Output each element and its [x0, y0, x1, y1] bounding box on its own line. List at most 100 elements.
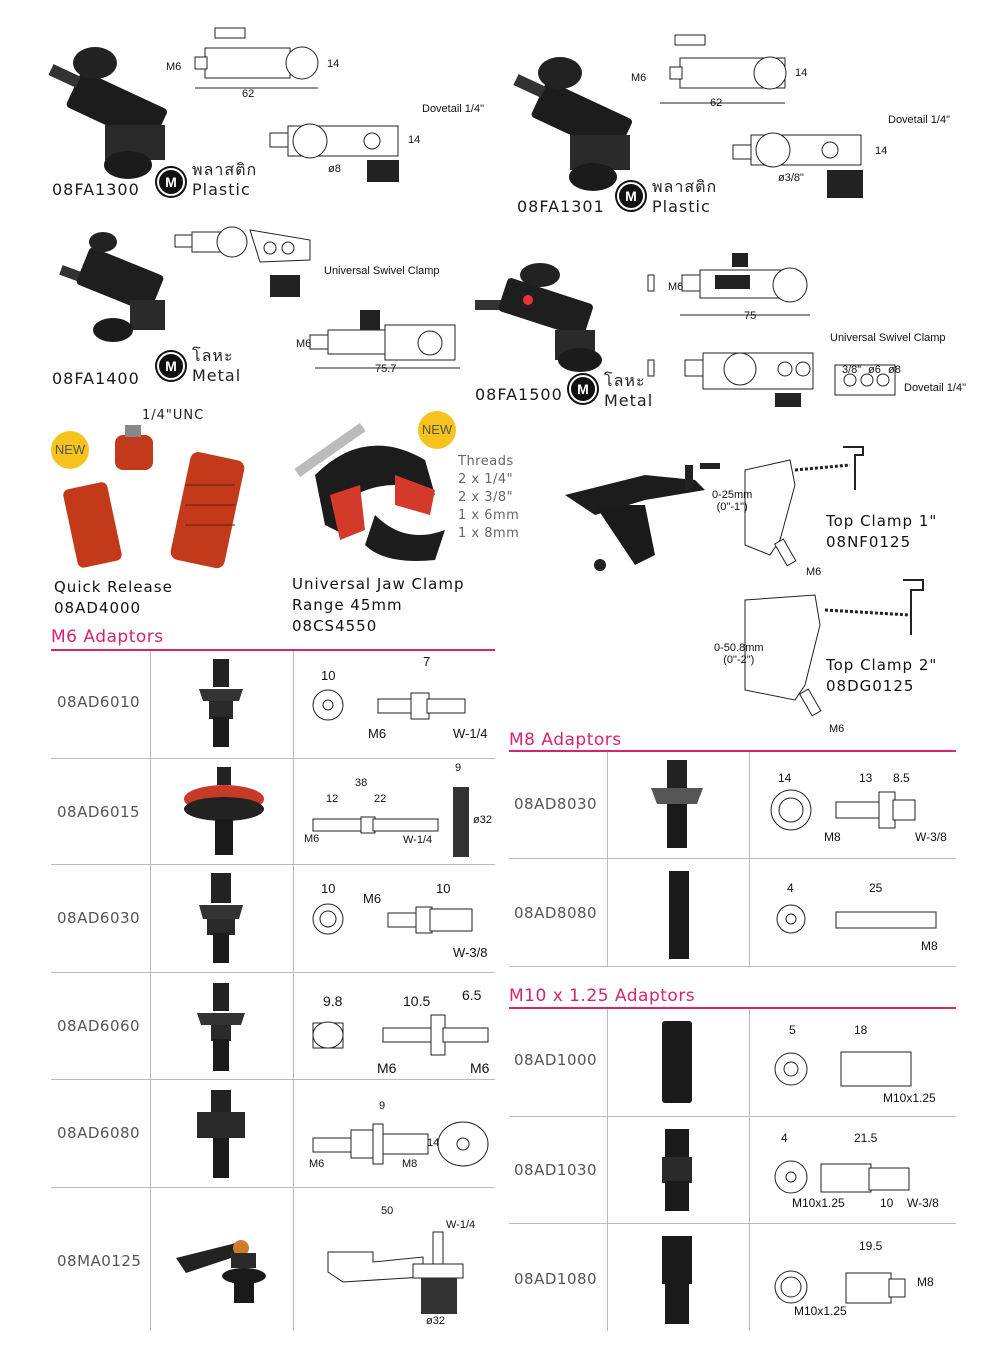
top-clamp-1-caption: Top Clamp 1" 08NF0125 [826, 511, 937, 553]
adaptor-drawing [312, 689, 466, 721]
dim-13: 13 [859, 771, 873, 785]
drawing-08FA1400-side [309, 310, 460, 369]
dim-m8: M8 [402, 1158, 418, 1170]
top-clamp-1-photo [565, 463, 720, 571]
section-divider [509, 750, 956, 752]
material-badge: M [157, 352, 185, 380]
product-photo-08FA1300 [48, 47, 167, 179]
dim-75: 75 [744, 310, 757, 322]
dim-10: 10 [880, 1196, 894, 1210]
table-row: 08AD6060 9.8 10.5 6.5 M6 M6 [51, 972, 495, 1080]
table-row: 08AD6015 38 12 22 M6 W-1/4 9 ø32 [51, 758, 495, 865]
row-code: 08AD8080 [514, 904, 598, 922]
drawing-08FA1301-top [732, 132, 863, 198]
dim-m6: M6 [309, 1158, 325, 1170]
dim-12: 12 [326, 793, 339, 805]
jaw-clamp-name: Universal Jaw Clamp [292, 575, 465, 593]
adaptor-drawing [774, 1270, 906, 1304]
dim-38: 3/8" [842, 364, 862, 376]
product-photo-08FA1400 [59, 232, 165, 342]
dim-21-5: 21.5 [854, 1131, 878, 1145]
dim-m6: M6 [363, 891, 382, 906]
row-code: 08AD6010 [57, 693, 141, 711]
dim-10-5: 10.5 [403, 993, 431, 1009]
new-badge: NEW [418, 411, 456, 449]
dim-9: 9 [455, 762, 462, 774]
drawing-08FA1500-top [647, 352, 896, 407]
adaptor-drawing [774, 1051, 912, 1087]
dim-10b: 10 [436, 881, 451, 896]
section-title: M8 Adaptors [509, 730, 622, 750]
jaw-clamp-code: 08CS4550 [292, 617, 378, 635]
dim-m8: M8 [921, 939, 938, 953]
product-code: 08FA1301 [517, 197, 605, 216]
range-label: 0-25mm (0"-1") [712, 489, 752, 513]
material-badge: M [157, 168, 185, 196]
row-code: 08AD8030 [514, 795, 598, 813]
dim-m10: M10x1.25 [792, 1196, 845, 1210]
adaptor-drawing [312, 787, 469, 857]
drawing-08FA1301-side [660, 34, 787, 104]
section-divider [509, 1007, 956, 1009]
range-mm: 0-25mm [712, 489, 753, 501]
dim-62: 62 [242, 88, 255, 100]
dim-w38: W-3/8 [915, 830, 947, 844]
table-row: 08AD1080 19.5 M8 M10x1.25 [509, 1223, 956, 1332]
dim-7: 7 [423, 654, 431, 669]
material-thai: พลาสติก [652, 177, 718, 196]
jaw-clamp-photo [294, 422, 445, 561]
section-divider [51, 649, 495, 651]
thread-item: 2 x 3/8" [458, 490, 514, 505]
adaptor-drawing [770, 789, 916, 831]
dim-dovetail: Dovetail 1/4" [904, 382, 966, 394]
material-badge: M [617, 182, 645, 210]
material-english: Metal [604, 391, 654, 410]
adaptor-photo [662, 1021, 692, 1103]
table-row: 08AD1030 4 21.5 M10x1.25 10 W-3/8 [509, 1116, 956, 1224]
threads-title: Threads [458, 454, 514, 469]
dim-m6b: M6 [470, 1060, 490, 1076]
jaw-clamp-range: Range 45mm [292, 596, 403, 614]
range-inch: (0"-2") [723, 654, 755, 666]
adaptor-drawing [312, 1121, 489, 1167]
product-code: 08FA1400 [52, 369, 140, 388]
dim-dovetail: Dovetail 1/4" [888, 114, 950, 126]
section-title: M10 x 1.25 Adaptors [509, 986, 696, 1006]
jaw-clamp-caption: Universal Jaw Clamp Range 45mm 08CS4550 [292, 574, 465, 637]
adaptor-drawing [312, 903, 473, 935]
top-clamp-2-name: Top Clamp 2" [826, 656, 938, 674]
adaptor-drawing [776, 904, 937, 934]
dim-50: 50 [381, 1205, 394, 1217]
dim-32: ø32 [473, 814, 492, 826]
quick-release-caption: Quick Release 08AD4000 [54, 577, 173, 619]
adaptor-photo [651, 760, 703, 848]
top-clamp-2-code: 08DG0125 [826, 677, 915, 695]
section-title: M6 Adaptors [51, 627, 164, 647]
adaptor-photo [184, 767, 264, 855]
material-label: โลหะ Metal [604, 371, 653, 411]
top-clamp-2-drawing [744, 579, 924, 717]
dim-dovetail: Dovetail 1/4" [422, 103, 484, 115]
thread-item: 1 x 6mm [458, 508, 520, 523]
dim-m6: M6 [166, 61, 182, 73]
adaptor-photo [662, 1236, 692, 1324]
dim-m6: M6 [377, 1060, 397, 1076]
dim-10: 10 [321, 881, 336, 896]
adaptor-photo [669, 871, 689, 959]
row-code: 08AD1080 [514, 1270, 598, 1288]
product-photo-08FA1500 [475, 263, 602, 372]
thread-item: 1 x 8mm [458, 526, 520, 541]
dim-w14: W-1/4 [403, 834, 433, 846]
dim-w14: W-1/4 [446, 1219, 476, 1231]
table-row: 08AD6080 9 14 M6 M8 [51, 1079, 495, 1188]
table-row: 08AD6030 10 M6 10 W-3/8 [51, 864, 495, 973]
row-code: 08MA0125 [57, 1252, 142, 1270]
product-code: 08FA1300 [52, 180, 140, 199]
dim-9-8: 9.8 [323, 993, 343, 1009]
material-label: โลหะ Metal [192, 346, 241, 386]
drawing-08FA1500-side [647, 253, 810, 316]
dim-18: 18 [854, 1023, 868, 1037]
m6-table: 08AD6010 10 7 M6 W-1/4 08AD6015 [51, 651, 495, 1331]
dim-m6: M6 [304, 833, 320, 845]
dim-swivel-clamp: Universal Swivel Clamp [830, 332, 946, 344]
